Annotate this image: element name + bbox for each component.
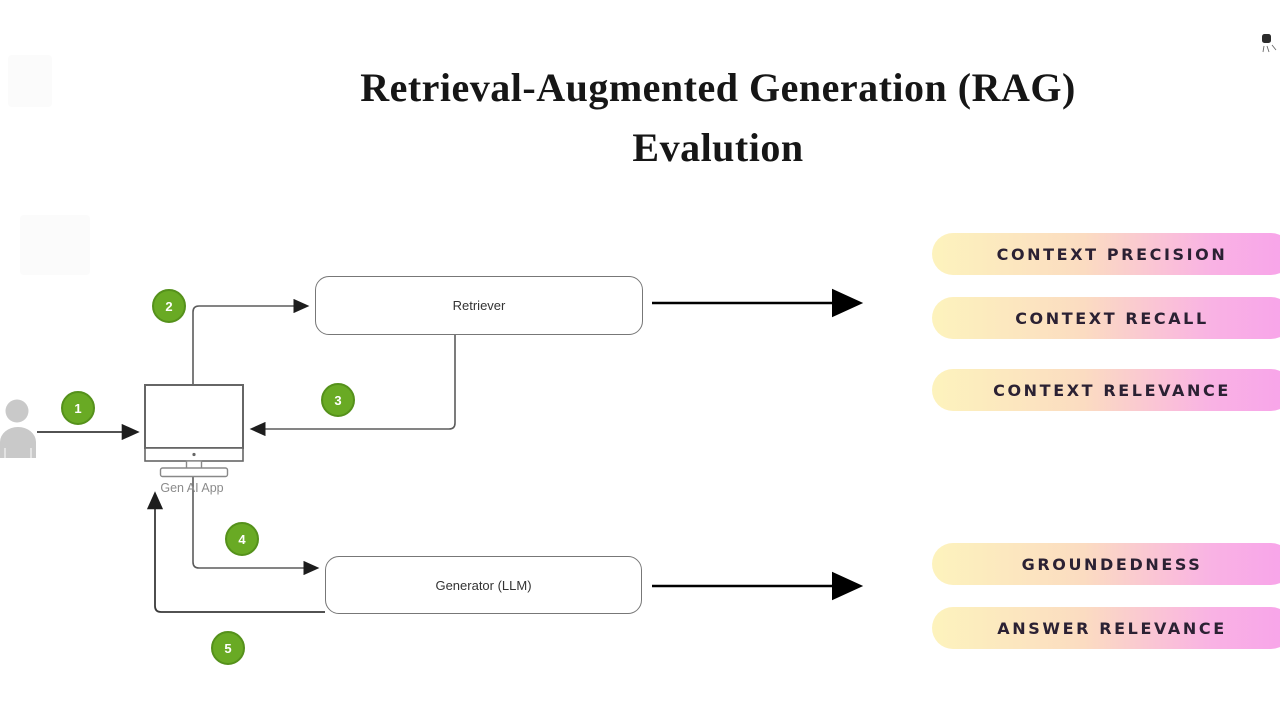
retriever-label: Retriever [452, 298, 506, 313]
title-line-2: Evalution [632, 125, 804, 170]
scan-artifact [20, 215, 90, 275]
metric-pill-groundedness: GROUNDEDNESS [932, 543, 1280, 585]
step-badge-4: 4 [225, 522, 259, 556]
metric-pill-context-relevance: CONTEXT RELEVANCE [932, 369, 1280, 411]
retriever-node: Retriever [315, 276, 643, 335]
arrow-app-to-generator [192, 477, 320, 576]
step-badge-1: 1 [61, 391, 95, 425]
gen-ai-app-label: Gen AI App [160, 481, 224, 495]
arrow-generator-to-app [146, 491, 325, 613]
corner-mark-icon [1262, 34, 1277, 53]
scan-artifact [8, 55, 52, 107]
arrow-app-to-retriever [192, 298, 310, 384]
page-title: Retrieval-Augmented Generation (RAG) Eva… [158, 58, 1278, 178]
metric-pill-context-precision: CONTEXT PRECISION [932, 233, 1280, 275]
generator-label: Generator (LLM) [435, 577, 532, 593]
step-badge-5: 5 [211, 631, 245, 665]
user-silhouette-icon [0, 399, 36, 458]
title-line-1: Retrieval-Augmented Generation (RAG) [360, 65, 1076, 110]
generator-node: Generator (LLM) [325, 556, 642, 614]
arrow-retriever-to-app [249, 334, 456, 437]
desktop-monitor-icon [144, 384, 244, 478]
step-badge-2: 2 [152, 289, 186, 323]
metric-pill-context-recall: CONTEXT RECALL [932, 297, 1280, 339]
step-badge-3: 3 [321, 383, 355, 417]
metric-pill-answer-relevance: ANSWER RELEVANCE [932, 607, 1280, 649]
